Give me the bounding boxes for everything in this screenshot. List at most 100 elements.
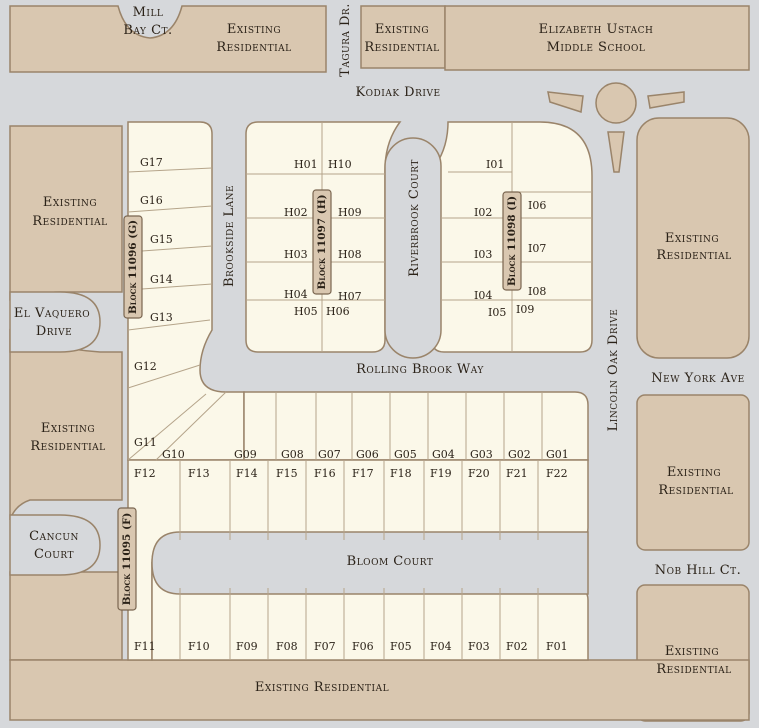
block-f-box — [117, 507, 137, 611]
lot-i09: I09 — [516, 303, 534, 316]
riverbrook-court-road — [384, 137, 442, 359]
lot-g10: G10 — [162, 448, 185, 461]
lot-h02: H02 — [284, 206, 308, 219]
existing-top-left-1: Existing — [227, 22, 281, 37]
lot-g06: G06 — [356, 448, 379, 461]
lot-h03: H03 — [284, 248, 308, 261]
tagura-drive-label: Tagura Dr. — [338, 3, 353, 77]
riverbrook-court-label: Riverbrook Court — [407, 159, 422, 277]
median-west — [547, 91, 584, 113]
existing-right-3b: Residential — [656, 662, 731, 677]
lot-h04: H04 — [284, 288, 308, 301]
lot-h06: H06 — [326, 305, 350, 318]
existing-top-mid-2: Residential — [364, 40, 439, 55]
lot-f21: F21 — [506, 467, 528, 480]
el-vaquero-label-1: El Vaquero — [14, 306, 90, 321]
parcel-existing-right-2 — [636, 394, 750, 551]
cancun-court-road — [9, 514, 101, 576]
lot-f10: F10 — [188, 640, 210, 653]
cancun-label-1: Cancun — [29, 529, 79, 544]
parcel-existing-right-1 — [636, 117, 750, 359]
brookside-lane-label: Brookside Lane — [222, 185, 237, 287]
lot-g08: G08 — [281, 448, 304, 461]
lot-g07: G07 — [318, 448, 341, 461]
lot-g03: G03 — [470, 448, 493, 461]
lot-f02: F02 — [506, 640, 528, 653]
lot-f07: F07 — [314, 640, 336, 653]
lot-g14: G14 — [150, 273, 173, 286]
block-i-box — [502, 191, 522, 291]
block-g-box — [123, 215, 143, 319]
parcel-existing-top-middle — [360, 5, 446, 69]
median-east — [647, 91, 685, 109]
median-south — [607, 131, 625, 173]
parcel-existing-bottom — [9, 659, 750, 721]
parcel-mill-bay-left — [9, 5, 327, 73]
existing-left-2a: Existing — [41, 421, 95, 436]
roundabout-island — [595, 82, 637, 124]
lot-f20: F20 — [468, 467, 490, 480]
lot-i05: I05 — [488, 306, 506, 319]
lot-i04: I04 — [474, 289, 492, 302]
block-h-box — [312, 189, 332, 295]
existing-right-3a: Existing — [665, 644, 719, 659]
block-g-label: Block 11096 (G) — [127, 220, 139, 314]
lot-g04: G04 — [432, 448, 455, 461]
parcel-school — [444, 5, 750, 71]
existing-left-2b: Residential — [30, 439, 105, 454]
lot-f09: F09 — [236, 640, 258, 653]
lot-i07: I07 — [528, 242, 546, 255]
lot-f01: F01 — [546, 640, 568, 653]
lot-h10: H10 — [328, 158, 352, 171]
parcel-existing-left-1 — [9, 125, 123, 301]
lot-g11: G11 — [134, 436, 157, 449]
lot-f06: F06 — [352, 640, 374, 653]
lot-i02: I02 — [474, 206, 492, 219]
lot-g09: G09 — [234, 448, 257, 461]
lot-f04: F04 — [430, 640, 452, 653]
existing-bottom-label: Existing Residential — [255, 680, 389, 695]
mill-bay-label-1: Mill — [133, 5, 164, 20]
lot-f22: F22 — [546, 467, 568, 480]
lot-g13: G13 — [150, 311, 173, 324]
bloom-court-label: Bloom Court — [347, 554, 434, 569]
lot-g15: G15 — [150, 233, 173, 246]
school-label-1: Elizabeth Ustach — [539, 22, 654, 37]
new-york-ave-label: New York Ave — [651, 371, 744, 386]
lot-f03: F03 — [468, 640, 490, 653]
lot-g16: G16 — [140, 194, 163, 207]
nob-hill-ct-label: Nob Hill Ct. — [655, 563, 742, 578]
lot-f18: F18 — [390, 467, 412, 480]
lot-h07: H07 — [338, 290, 362, 303]
existing-right-2b: Residential — [658, 483, 733, 498]
block-i-label: Block 11098 (I) — [506, 196, 518, 286]
lot-f15: F15 — [276, 467, 298, 480]
lot-g01: G01 — [546, 448, 569, 461]
el-vaquero-drive-road — [9, 291, 101, 353]
existing-right-1a: Existing — [665, 231, 719, 246]
lot-h01: H01 — [294, 158, 318, 171]
lot-h05: H05 — [294, 305, 318, 318]
block-g-area — [127, 121, 245, 461]
lincoln-oak-drive-label: Lincoln Oak Drive — [606, 309, 621, 432]
lot-h08: H08 — [338, 248, 362, 261]
lot-f13: F13 — [188, 467, 210, 480]
existing-top-left-2: Residential — [216, 40, 291, 55]
lot-f17: F17 — [352, 467, 374, 480]
lot-h09: H09 — [338, 206, 362, 219]
kodiak-drive-label: Kodiak Drive — [355, 85, 440, 100]
lot-f05: F05 — [390, 640, 412, 653]
existing-left-1a: Existing — [43, 195, 97, 210]
lot-f12: F12 — [134, 467, 156, 480]
cancun-label-2: Court — [34, 547, 74, 562]
mill-bay-label-2: Bay Ct. — [123, 23, 172, 38]
existing-left-1b: Residential — [32, 214, 107, 229]
block-f-label: Block 11095 (F) — [121, 513, 133, 606]
lot-g12: G12 — [134, 360, 157, 373]
lot-g05: G05 — [394, 448, 417, 461]
lot-i03: I03 — [474, 248, 492, 261]
lot-i08: I08 — [528, 285, 546, 298]
lot-i01: I01 — [486, 158, 504, 171]
lot-g17: G17 — [140, 156, 163, 169]
